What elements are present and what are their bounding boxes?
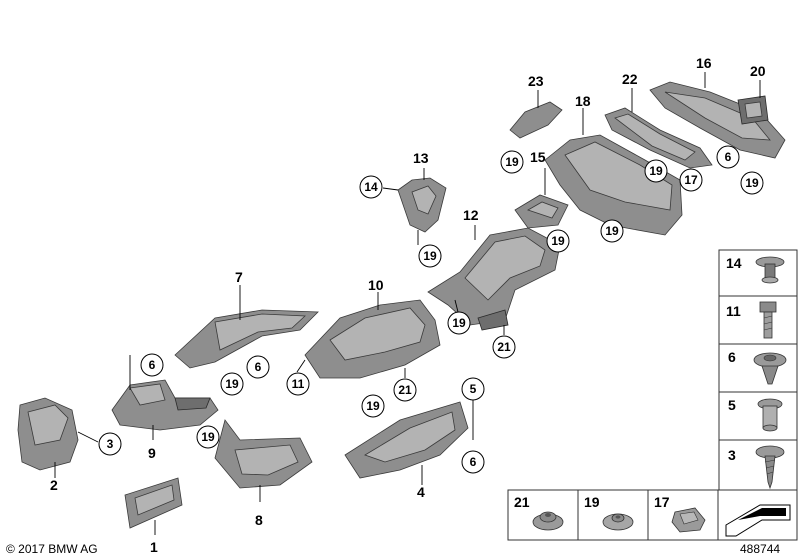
nut-19-icon [602,513,634,531]
part-18-large-shield[interactable] [544,134,683,236]
part-20-clip[interactable] [737,95,769,125]
diagram-id: 488744 [740,542,780,556]
part-4-underbody-shield[interactable] [344,401,469,479]
clip-17-icon [671,507,706,533]
label-4: 4 [417,484,425,500]
part-7-heat-shield[interactable] [174,309,319,369]
leader-lines [54,72,761,535]
label-22: 22 [622,71,638,87]
copyright-text: © 2017 BMW AG [6,542,98,556]
label-1: 1 [150,539,158,555]
label-16: 16 [696,55,712,71]
part-9-mount[interactable] [111,379,219,431]
label-20: 20 [750,63,766,79]
legend-5: 5 [728,397,736,413]
callout-19-a: 19 [220,372,244,396]
part-8-heat-shield[interactable] [214,419,313,489]
clip-5-icon [757,398,783,432]
svg-text:14: 14 [364,180,378,194]
label-9: 9 [148,445,156,461]
part-23-bracket[interactable] [509,101,563,139]
callout-11: 11 [286,372,310,396]
part-13-bracket[interactable] [397,177,447,233]
callout-19-e: 19 [418,244,442,268]
svg-text:17: 17 [684,173,698,187]
legend-14: 14 [726,255,742,271]
callout-19-h: 19 [600,219,624,243]
label-10: 10 [368,277,384,293]
svg-text:19: 19 [423,249,437,263]
label-15: 15 [530,149,546,165]
nut-6-icon [753,352,787,385]
callout-5: 5 [461,377,485,401]
callout-19-i: 19 [644,159,668,183]
svg-text:6: 6 [255,360,262,374]
label-8: 8 [255,512,263,528]
svg-text:21: 21 [497,340,511,354]
part-10-heat-shield[interactable] [304,299,441,379]
svg-text:19: 19 [649,164,663,178]
callout-19-b: 19 [196,425,220,449]
svg-text:19: 19 [225,377,239,391]
callout-19-g: 19 [546,229,570,253]
svg-text:19: 19 [551,234,565,248]
label-23: 23 [528,73,544,89]
svg-text:19: 19 [505,155,519,169]
fastener-legend-bottom: 21 19 17 [507,489,798,541]
callout-19-f: 19 [500,150,524,174]
bolt-11-icon [759,301,777,339]
svg-text:6: 6 [149,358,156,372]
callout-19-c: 19 [361,394,385,418]
legend-21: 21 [514,494,530,510]
part-22-strip[interactable] [604,107,713,169]
legend-6: 6 [728,349,736,365]
clip-14-icon [755,256,785,284]
callouts: 3 5 6 6 6 6 11 14 17 19 19 19 19 19 19 1… [98,145,764,474]
legend-17: 17 [654,494,670,510]
svg-text:19: 19 [745,176,759,190]
callout-17: 17 [679,168,703,192]
nut-21-icon [532,511,564,531]
callout-19-j: 19 [740,171,764,195]
callout-21-a: 21 [492,335,516,359]
fastener-legend-side: 14 11 6 5 3 [718,249,798,493]
label-13: 13 [413,150,429,166]
part-15-plate[interactable] [514,194,569,229]
callout-6-a: 6 [461,450,485,474]
callout-21-b: 21 [393,378,417,402]
label-2: 2 [50,477,58,493]
callout-6-b: 6 [140,353,164,377]
part-12-tunnel-shield[interactable] [427,227,561,331]
callout-6-d: 6 [716,145,740,169]
part-2-bracket[interactable] [17,397,79,471]
svg-text:19: 19 [452,316,466,330]
svg-text:21: 21 [398,383,412,397]
svg-text:19: 19 [366,399,380,413]
svg-text:6: 6 [470,455,477,469]
label-12: 12 [463,207,479,223]
svg-text:19: 19 [605,224,619,238]
screw-3-icon [755,445,785,490]
part-1-shield[interactable] [124,477,183,529]
svg-text:5: 5 [470,382,477,396]
part-numbers: 1 2 4 7 8 9 10 12 13 15 16 18 20 22 23 [50,55,766,555]
callout-19-d: 19 [447,311,471,335]
callout-14: 14 [359,175,383,199]
svg-text:19: 19 [201,430,215,444]
label-18: 18 [575,93,591,109]
svg-text:11: 11 [292,377,305,391]
label-7: 7 [235,269,243,285]
legend-19: 19 [584,494,600,510]
part-16-long-shield[interactable] [649,81,786,159]
legend-11: 11 [726,303,741,319]
legend-3: 3 [728,447,736,463]
svg-text:6: 6 [725,150,732,164]
callout-3: 3 [98,432,122,456]
arrow-icon [725,504,791,537]
svg-text:3: 3 [107,437,114,451]
callout-6-c: 6 [246,355,270,379]
